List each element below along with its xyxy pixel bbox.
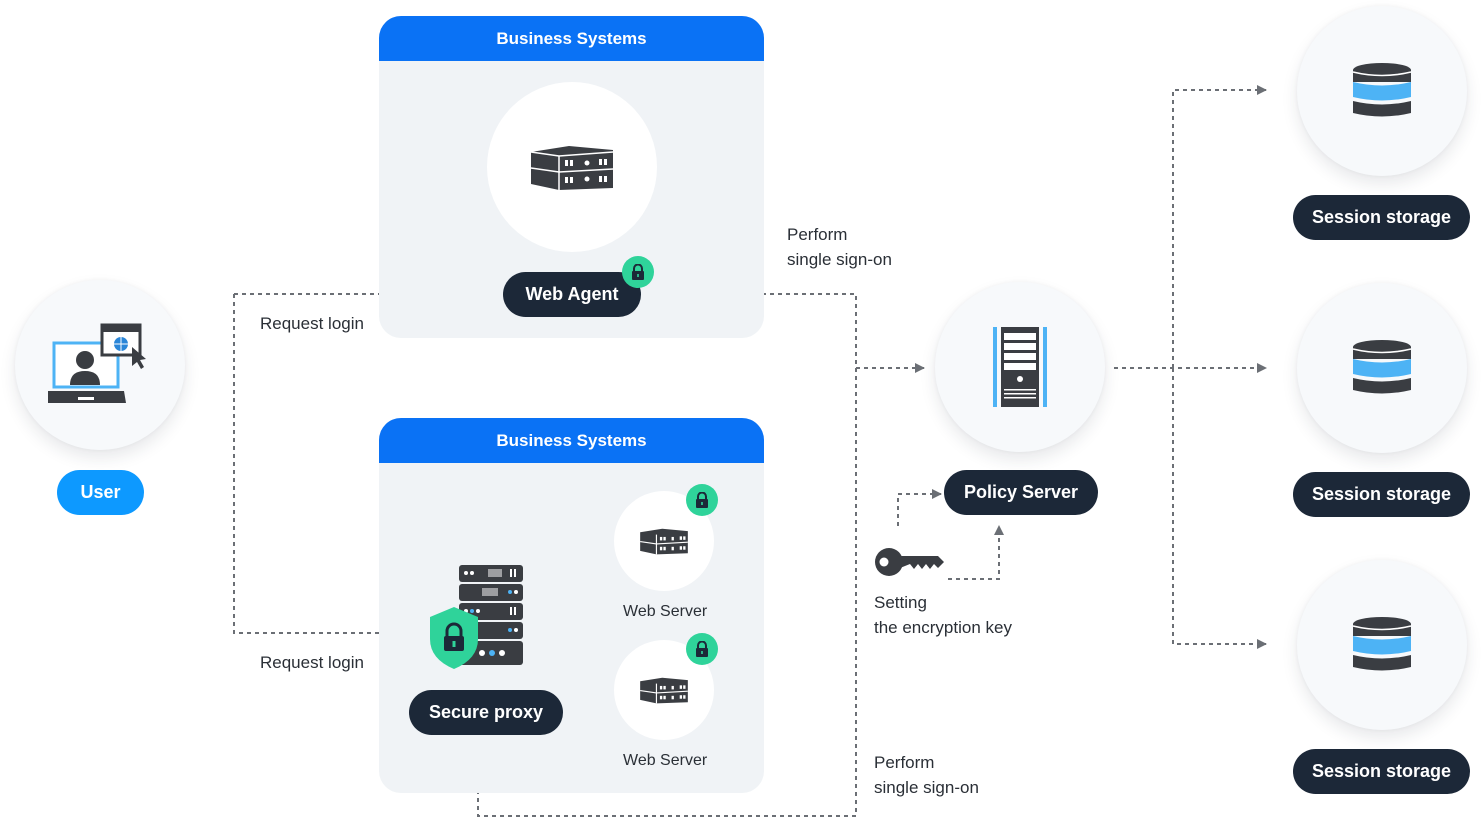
user-label[interactable]: User — [57, 470, 144, 515]
connector-key-to-policy-right — [948, 525, 1004, 580]
sso-bottom-line2: single sign-on — [874, 778, 979, 797]
web-server-2-label: Web Server — [623, 752, 708, 769]
business-systems-top-title: Business Systems — [379, 16, 764, 61]
lock-icon — [696, 641, 708, 657]
key-icon — [875, 548, 944, 576]
session-storage-2-label[interactable]: Session storage — [1293, 472, 1470, 517]
web-agent-lock-badge — [622, 256, 654, 288]
sso-top-line1: Perform — [787, 225, 848, 244]
sso-top-line2: single sign-on — [787, 250, 892, 269]
server-icon — [640, 677, 688, 704]
web-server-2-node[interactable] — [614, 640, 714, 740]
sso-top-label: Perform single sign-on — [787, 222, 892, 272]
database-icon — [1352, 340, 1412, 394]
user-laptop-icon — [48, 323, 146, 403]
web-server-1-label: Web Server — [623, 603, 708, 620]
lock-icon — [632, 264, 644, 280]
connector-policy-to-storage-3 — [1172, 368, 1267, 649]
encryption-key-line1: Setting — [874, 593, 927, 612]
session-storage-3-node[interactable] — [1297, 560, 1467, 730]
policy-server-node[interactable] — [935, 282, 1105, 452]
secure-proxy-node[interactable] — [426, 563, 526, 671]
web-agent-label[interactable]: Web Agent — [503, 272, 641, 317]
encryption-key-node — [874, 546, 946, 578]
request-login-bottom-label: Request login — [260, 653, 364, 672]
request-login-top-label: Request login — [260, 314, 364, 333]
server-tower-icon — [993, 327, 1047, 407]
connector-key-to-policy-left — [897, 489, 942, 526]
secure-proxy-label[interactable]: Secure proxy — [409, 690, 563, 735]
encryption-key-line2: the encryption key — [874, 618, 1012, 637]
connector-policy-to-storage-1 — [1172, 85, 1267, 368]
connector-web-agent-to-policy — [473, 293, 857, 817]
sso-bottom-label: Perform single sign-on — [874, 750, 979, 800]
web-server-2-lock-badge — [686, 633, 718, 665]
session-storage-2-node[interactable] — [1297, 283, 1467, 453]
web-server-1-lock-badge — [686, 484, 718, 516]
server-rack-shield-icon — [430, 565, 523, 669]
server-icon — [530, 146, 614, 190]
sso-bottom-line1: Perform — [874, 753, 935, 772]
user-node[interactable] — [15, 280, 185, 450]
server-icon — [640, 528, 688, 555]
database-icon — [1352, 63, 1412, 117]
session-storage-1-node[interactable] — [1297, 6, 1467, 176]
business-systems-bottom-title: Business Systems — [379, 418, 764, 463]
connector-user-to-proxy — [233, 294, 415, 638]
session-storage-1-label[interactable]: Session storage — [1293, 195, 1470, 240]
database-icon — [1352, 617, 1412, 671]
web-agent-server-node[interactable] — [487, 82, 657, 252]
encryption-key-label: Setting the encryption key — [874, 590, 1012, 640]
policy-server-label[interactable]: Policy Server — [944, 470, 1098, 515]
session-storage-3-label[interactable]: Session storage — [1293, 749, 1470, 794]
lock-icon — [696, 492, 708, 508]
